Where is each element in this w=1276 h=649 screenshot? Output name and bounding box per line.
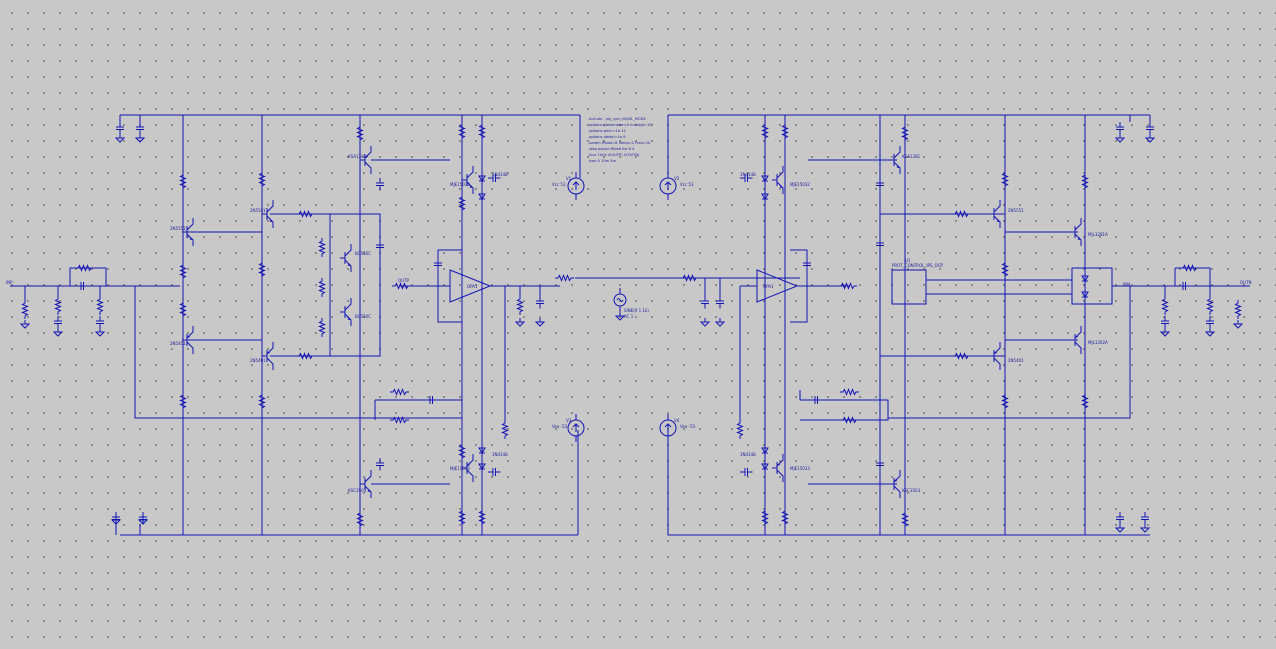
left-channel: INP OPA1	[6, 114, 690, 536]
label-q2: 2N5401	[170, 341, 186, 346]
label-d2: 1N4148	[492, 452, 508, 457]
v3-value: Vee -53	[552, 424, 568, 429]
v4-value: Vee -53	[680, 424, 696, 429]
v3-name: V3	[566, 418, 572, 423]
source-v2: V2 Vcc 53	[659, 171, 694, 201]
v1-value: Vcc 53	[552, 182, 566, 187]
v4-name: V4	[674, 418, 680, 423]
directive-line: .options gmin=1e-12	[588, 129, 626, 133]
input-label-left: INP	[6, 280, 13, 285]
directive-line: .options plotwinsize=0 numdgt=15	[588, 123, 652, 127]
label-q9: MJE15032	[450, 182, 470, 187]
v1-name: V1	[566, 176, 572, 181]
source-v1: V1 Vcc 53	[552, 171, 585, 201]
label-d4: 1N4148	[740, 452, 756, 457]
source-signal: SINE(0 1 1k) AC 1	[613, 287, 649, 321]
label-d3: 1N4148	[740, 172, 756, 177]
u1-label: U1	[905, 258, 911, 263]
right-channel: OPA1 PROT_CONTROL_IPS_OCP U1	[667, 114, 1252, 536]
vsig-value: SINE(0 1 1k)	[624, 308, 649, 313]
input-label-right: INN	[1123, 282, 1130, 287]
label-q8: KSC3503	[348, 488, 367, 493]
source-v3: V3 Vee -53	[552, 413, 585, 443]
output-label-left: OUTP	[398, 278, 410, 283]
label-q1: 2N5551	[170, 226, 186, 231]
label-q13: KSA1381	[902, 154, 921, 159]
label-q18: MJL1302A	[1088, 340, 1108, 345]
directive-line: .options abstol=1e-9	[588, 135, 626, 139]
label-q15: 2N5551	[1008, 208, 1024, 213]
protection-block	[891, 269, 927, 305]
label-d1: 1N4148	[492, 172, 508, 177]
directive-line: .include ..\mj_sym_lib\ML_MODS	[588, 117, 646, 121]
label-q3: 2N5551	[250, 208, 266, 213]
output-relay-block	[1071, 267, 1113, 305]
label-q4: 2N5401	[250, 358, 266, 363]
source-v4: V4 Vee -53	[659, 413, 696, 443]
label-q14: KSC3503	[902, 488, 921, 493]
directive-line: .param Rload=8 Vamp=1 Freq=1k	[588, 141, 651, 145]
protection-label: PROT_CONTROL_IPS_OCP	[892, 263, 943, 268]
label-q16: 2N5401	[1008, 358, 1024, 363]
label-q12: MJE15033	[790, 466, 810, 471]
label-q10: MJE15033	[450, 466, 470, 471]
v2-value: Vcc 53	[680, 182, 694, 187]
label-q5: BC550C	[355, 251, 371, 256]
label-q7: KSA1381	[348, 154, 367, 159]
opamp-label-right: OPA1	[763, 284, 774, 289]
directive-line: .four 1kHz V(OUTP) V(OUTN)	[588, 153, 640, 157]
v2-name: V2	[674, 176, 680, 181]
label-q6: BC550C	[355, 314, 371, 319]
spice-directives: .include ..\mj_sym_lib\ML_MODS .options p…	[588, 117, 652, 163]
label-q17: MJL3281A	[1088, 232, 1108, 237]
directive-line: .step param Rload list 8 4	[588, 147, 635, 151]
vsig-ac: AC 1	[624, 314, 634, 319]
opamp-label-left: OPA1	[467, 284, 478, 289]
output-label-right: OUTN	[1240, 280, 1252, 285]
directive-line: .tran 0 10m 5m	[588, 159, 617, 163]
label-q11: MJE15032	[790, 182, 810, 187]
